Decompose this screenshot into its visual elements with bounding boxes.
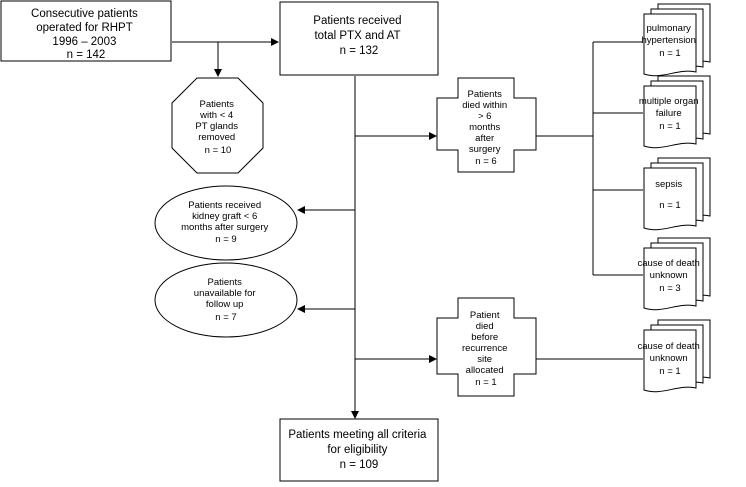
node-text-line: PT glands <box>195 121 238 132</box>
node-text-line: n = 3 <box>659 283 680 294</box>
node-died-before-text: Patient died before recurrence site allo… <box>462 310 510 388</box>
node-text-line: site <box>477 354 492 365</box>
node-consecutive-text: Consecutive patients operated for RHPT 1… <box>31 8 141 61</box>
node-fewer-glands-text: Patients with < 4 PT glands removed n = … <box>195 99 240 156</box>
node-text-line: n = 6 <box>475 156 496 167</box>
node-text-line: Patient <box>470 310 500 321</box>
node-text-line: sepsis <box>655 179 682 190</box>
node-text-line: n = 9 <box>215 234 236 245</box>
node-sepsis-text: sepsis n = 1 <box>655 179 685 211</box>
node-died-within-text: Patients died within > 6 months after su… <box>462 89 510 167</box>
node-text-line: failure <box>656 108 682 119</box>
node-unknown-1-text: cause of death unknown n = 1 <box>638 341 703 377</box>
node-text-line: n = 142 <box>67 49 106 61</box>
node-text-line: with < 4 <box>199 110 233 121</box>
node-text-line: unavailable for <box>194 288 256 299</box>
node-text-line: hypertension <box>641 35 695 46</box>
node-text-line: follow up <box>206 299 244 310</box>
node-text-line: kidney graft < 6 <box>192 211 257 222</box>
node-text-line: surgery <box>469 144 501 155</box>
node-text-line: died <box>476 321 494 332</box>
node-text-line: before <box>471 332 498 343</box>
node-organ-failure: multiple organ failure n = 1 <box>639 75 711 149</box>
node-unknown-3: cause of death unknown n = 3 <box>638 237 711 311</box>
node-pulmonary-text: pulmonary hypertension n = 1 <box>641 23 698 59</box>
node-text-line: cause of death <box>638 258 700 269</box>
node-text-line: n = 1 <box>659 121 680 132</box>
node-text-line: cause of death <box>638 341 700 352</box>
node-text-line: died within <box>462 100 507 111</box>
node-unknown-1: cause of death unknown n = 1 <box>638 319 711 393</box>
node-unavailable-text: Patients unavailable for follow up n = 7 <box>194 277 258 323</box>
node-text-line: Patients received <box>313 15 401 27</box>
node-pulmonary: pulmonary hypertension n = 1 <box>641 3 711 77</box>
node-fewer-glands: Patients with < 4 PT glands removed n = … <box>171 77 264 174</box>
node-died-within: Patients died within > 6 months after su… <box>436 77 537 173</box>
node-text-line: removed <box>198 132 235 143</box>
node-text-line: n = 10 <box>205 145 232 156</box>
node-text-line: n = 1 <box>659 366 680 377</box>
node-text-line: 1996 – 2003 <box>52 36 116 48</box>
node-eligible-text: Patients meeting all criteria for eligib… <box>288 429 429 471</box>
node-received-ptx-text: Patients received total PTX and AT n = 1… <box>313 15 404 57</box>
node-unavailable: Patients unavailable for follow up n = 7 <box>154 262 298 338</box>
node-organ-failure-text: multiple organ failure n = 1 <box>639 96 701 132</box>
node-text-line: operated for RHPT <box>36 22 132 34</box>
node-text-line: Patients received <box>188 200 261 211</box>
node-text-line: n = 1 <box>659 200 680 211</box>
node-text-line: for eligibility <box>327 444 387 456</box>
node-eligible: Patients meeting all criteria for eligib… <box>279 418 439 482</box>
node-text-line: n = 132 <box>340 45 379 57</box>
node-text-line: recurrence <box>462 343 507 354</box>
node-text-line: n = 1 <box>475 377 496 388</box>
node-text-line: unknown <box>650 270 688 281</box>
connectors <box>172 38 643 419</box>
node-text-line: n = 109 <box>340 459 379 471</box>
node-consecutive: Consecutive patients operated for RHPT 1… <box>0 0 172 62</box>
node-text-line: Patients <box>208 277 243 288</box>
node-kidney-graft-text: Patients received kidney graft < 6 month… <box>181 200 271 245</box>
node-died-before: Patient died before recurrence site allo… <box>436 297 537 397</box>
node-text-line: allocated <box>466 365 504 376</box>
node-text-line: Patients <box>468 89 503 100</box>
node-text-line: after <box>475 133 494 144</box>
node-received-ptx: Patients received total PTX and AT n = 1… <box>279 1 439 76</box>
node-text-line: Consecutive patients <box>31 8 138 20</box>
node-kidney-graft: Patients received kidney graft < 6 month… <box>154 185 298 261</box>
node-text-line: Patients <box>200 99 235 110</box>
node-text-line: total PTX and AT <box>314 30 400 42</box>
node-unknown-3-text: cause of death unknown n = 3 <box>638 258 703 294</box>
node-sepsis: sepsis n = 1 <box>643 157 711 231</box>
node-text-line: multiple organ <box>639 96 699 107</box>
node-text-line: months <box>469 122 500 133</box>
node-text-line: months after surgery <box>181 222 268 233</box>
node-text-line: unknown <box>650 353 688 364</box>
node-text-line: Patients meeting all criteria <box>288 429 427 441</box>
node-text-line: pulmonary <box>647 23 692 34</box>
node-text-line: > 6 <box>478 111 491 122</box>
node-text-line: n = 1 <box>659 48 680 59</box>
node-text-line: n = 7 <box>215 312 236 323</box>
